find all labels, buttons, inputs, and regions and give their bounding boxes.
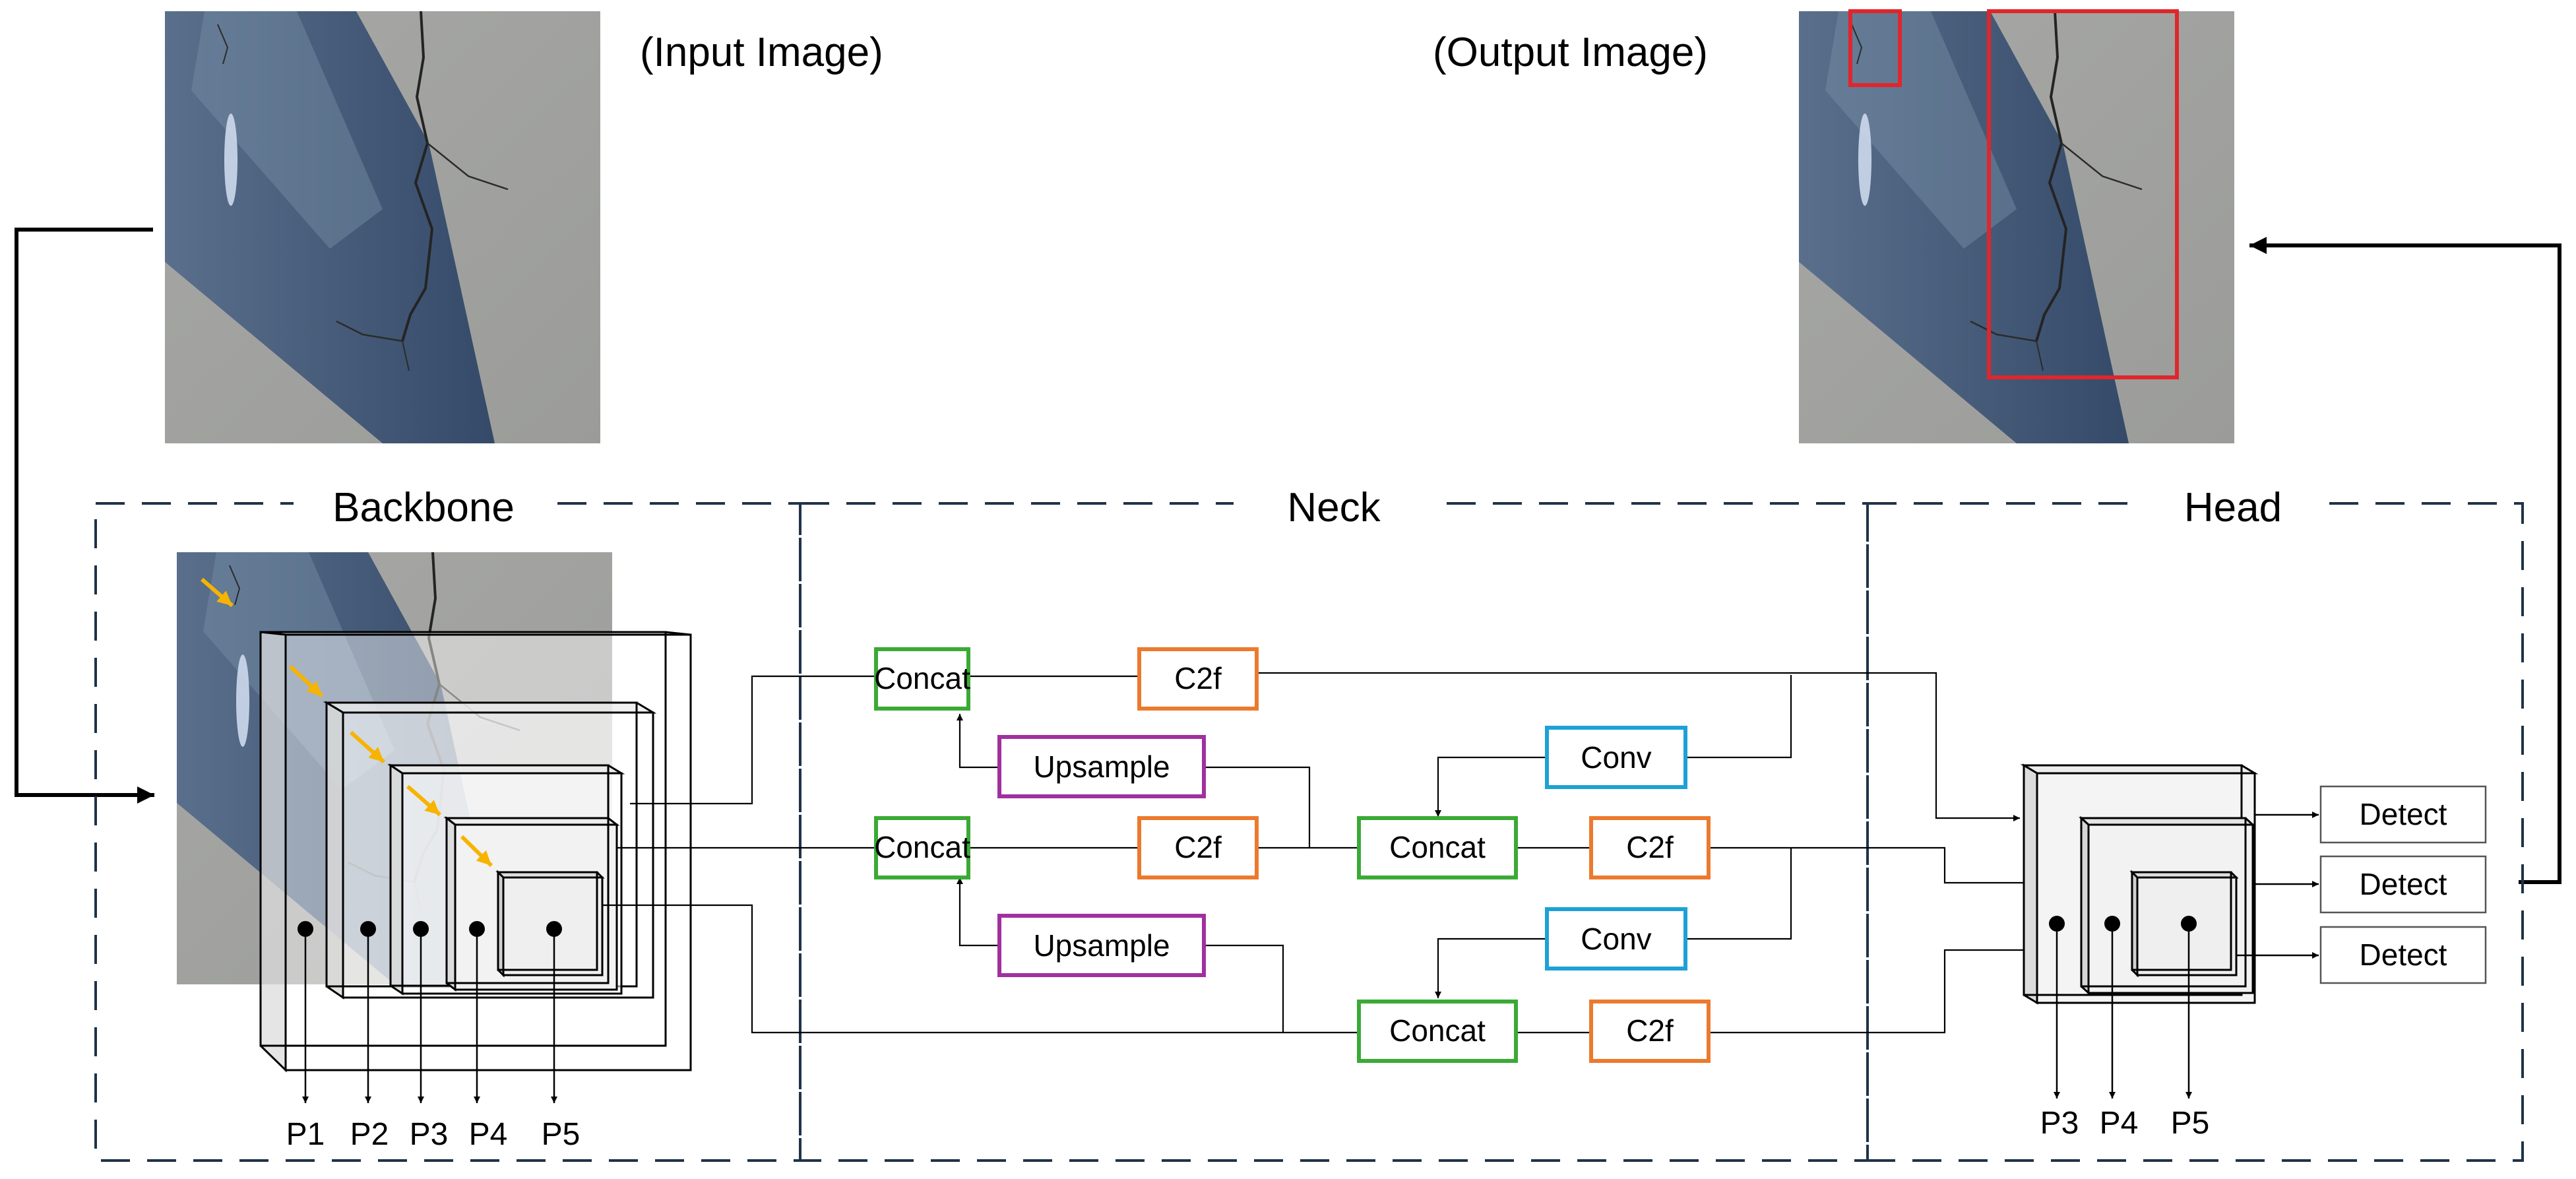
c2f-block-2: C2f xyxy=(1137,816,1259,879)
concat-label: Concat xyxy=(1389,1013,1486,1048)
input-image-caption: (Input Image) xyxy=(640,30,883,75)
conv-label: Conv xyxy=(1581,922,1651,956)
detect-connections xyxy=(2236,812,2319,959)
head-input-p4: P4 xyxy=(2100,1106,2139,1141)
backbone-feature-stack xyxy=(259,631,692,1073)
conv-block-1: Conv xyxy=(1545,726,1687,789)
backbone-title: Backbone xyxy=(332,485,515,530)
head-feature-stack xyxy=(2020,763,2259,1005)
concat-block-2: Concat xyxy=(874,816,970,879)
output-image xyxy=(1799,9,2234,443)
c2f-label: C2f xyxy=(1174,830,1222,864)
neck-connections xyxy=(602,672,2137,1034)
concat-label: Concat xyxy=(874,830,970,864)
conv-label: Conv xyxy=(1581,740,1651,775)
detect-block-3: Detect xyxy=(2319,926,2487,984)
head-section: Head xyxy=(1866,480,2524,1162)
conv-block-2: Conv xyxy=(1545,907,1687,971)
concat-block-3: Concat xyxy=(1357,816,1518,879)
c2f-label: C2f xyxy=(1174,661,1222,695)
backbone-output-p2: P2 xyxy=(350,1117,389,1152)
upsample-block-1: Upsample xyxy=(997,735,1206,798)
backbone-output-taps xyxy=(298,921,562,1103)
backbone-output-p3: P3 xyxy=(410,1117,449,1152)
head-taps xyxy=(2049,916,2197,1099)
backbone-output-p4: P4 xyxy=(469,1117,508,1152)
feature-extraction-arrows xyxy=(201,577,493,868)
c2f-block-1: C2f xyxy=(1137,647,1259,711)
detect-block-1: Detect xyxy=(2319,785,2487,844)
backbone-output-p5: P5 xyxy=(542,1117,581,1152)
input-image xyxy=(165,11,600,443)
detection-box-large xyxy=(1987,9,2179,379)
concat-label: Concat xyxy=(1389,830,1486,864)
backbone-section: Backbone xyxy=(94,480,801,1162)
c2f-label: C2f xyxy=(1626,830,1674,864)
backbone-output-p1: P1 xyxy=(286,1117,325,1152)
c2f-block-4: C2f xyxy=(1589,1000,1711,1063)
concat-label: Concat xyxy=(874,661,970,695)
concat-block-1: Concat xyxy=(874,647,970,711)
detection-box-small xyxy=(1848,9,1902,87)
detect-label: Detect xyxy=(2360,797,2447,831)
upsample-block-2: Upsample xyxy=(997,914,1206,977)
neck-title: Neck xyxy=(1287,485,1381,530)
detect-label: Detect xyxy=(2360,867,2447,901)
c2f-label: C2f xyxy=(1626,1013,1674,1048)
output-image-caption: (Output Image) xyxy=(1433,30,1708,75)
detect-label: Detect xyxy=(2360,938,2447,972)
detect-block-2: Detect xyxy=(2319,855,2487,914)
head-input-p3: P3 xyxy=(2040,1106,2079,1141)
upsample-label: Upsample xyxy=(1033,928,1170,963)
output-arrow xyxy=(2249,237,2561,884)
upsample-label: Upsample xyxy=(1033,749,1170,784)
head-title: Head xyxy=(2184,485,2282,530)
c2f-block-3: C2f xyxy=(1589,816,1711,879)
input-arrow xyxy=(15,228,154,804)
concat-block-4: Concat xyxy=(1357,1000,1518,1063)
head-input-p5: P5 xyxy=(2171,1106,2210,1141)
neck-section: Neck xyxy=(799,480,1869,1162)
